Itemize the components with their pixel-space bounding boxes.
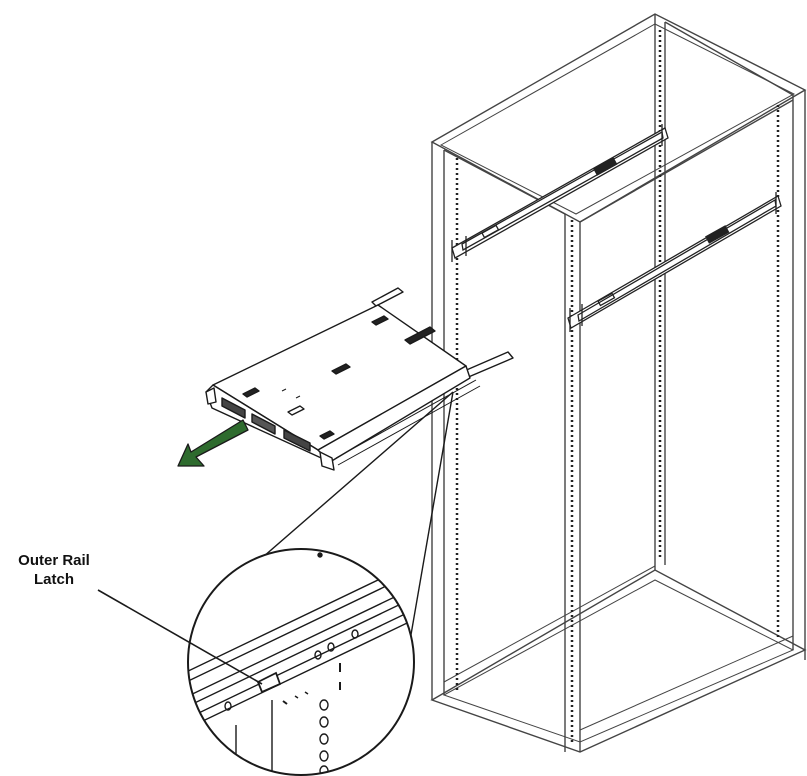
zoom-detail-circle — [187, 548, 415, 776]
rack-rails — [451, 124, 782, 332]
outer-rail-latch-label: Outer Rail Latch — [0, 551, 108, 589]
rack-mounting-holes — [455, 30, 780, 745]
callout-pointer-line — [97, 589, 263, 685]
magnifier-leader-lines — [239, 391, 454, 653]
callout-line-1: Outer Rail — [18, 552, 90, 569]
arrow-left-down-icon — [177, 419, 249, 467]
server-chassis — [205, 287, 514, 471]
callout-line-2: Latch — [33, 571, 74, 588]
rack-cabinet — [430, 13, 807, 753]
